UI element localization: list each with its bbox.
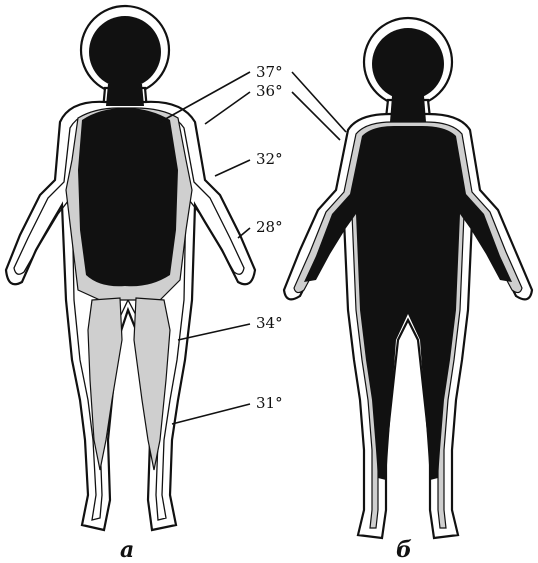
figure-captions: а б	[120, 537, 412, 563]
figure-b-core-37	[304, 28, 512, 480]
figure-b	[284, 18, 532, 538]
temperature-labels: 37° 36° 32° 28° 34° 31°	[256, 63, 283, 412]
label-34: 34°	[256, 314, 283, 332]
caption-b: б	[396, 537, 412, 563]
caption-a: а	[120, 537, 134, 563]
label-32: 32°	[256, 150, 283, 168]
figure-a	[6, 6, 255, 530]
label-37: 37°	[256, 63, 283, 81]
label-31: 31°	[256, 394, 283, 412]
label-36: 36°	[256, 82, 283, 100]
label-28: 28°	[256, 218, 283, 236]
